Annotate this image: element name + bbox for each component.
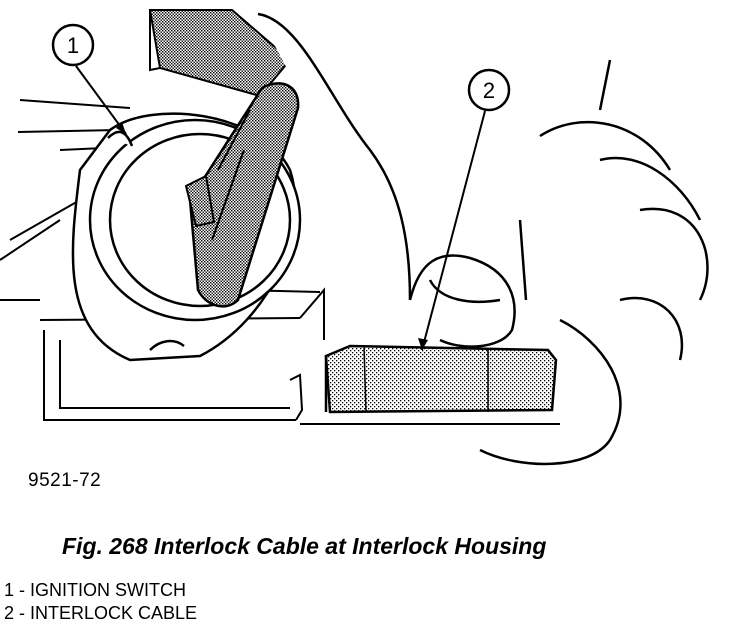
callout-2 <box>418 68 511 351</box>
callout-number-2: 2 <box>483 78 495 103</box>
figure-legend: 1 - IGNITION SWITCH 2 - INTERLOCK CABLE <box>4 579 197 625</box>
interlock-cable <box>300 344 560 425</box>
figure-caption: Fig. 268 Interlock Cable at Interlock Ho… <box>62 533 547 559</box>
callout-number-1: 1 <box>67 33 79 58</box>
callout-1 <box>51 23 127 135</box>
figure-reference-code: 9521-72 <box>28 470 102 491</box>
ignition-key <box>184 82 300 308</box>
legend-item-interlock-cable: 2 - INTERLOCK CABLE <box>4 603 198 623</box>
column-shadow <box>148 9 292 98</box>
legend-item-ignition-switch: 1 - IGNITION SWITCH <box>4 580 186 600</box>
illustration: 1 2 <box>0 9 709 466</box>
